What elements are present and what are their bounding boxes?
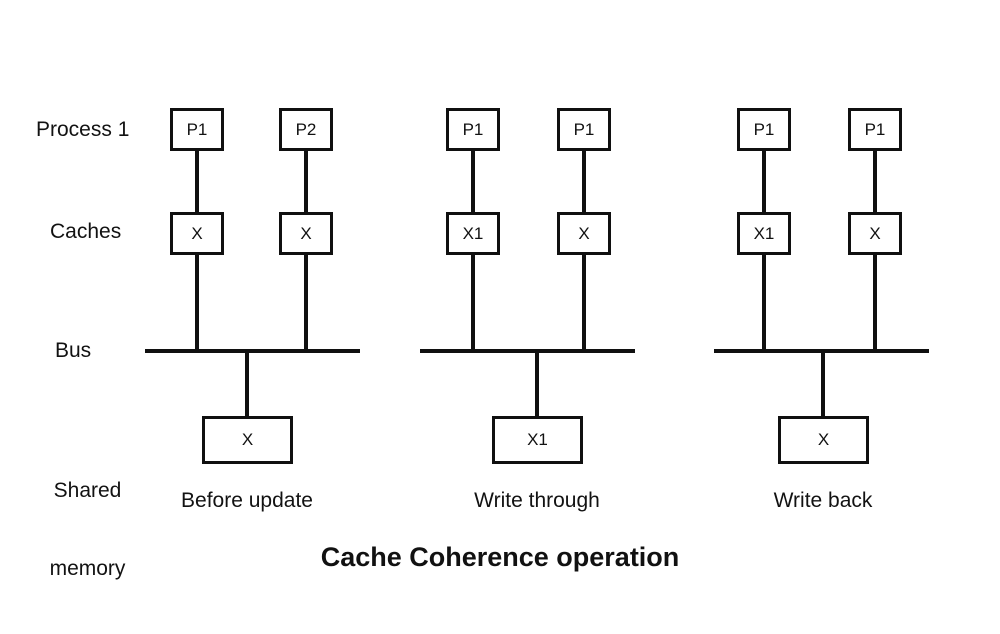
shared-memory-box: X1	[492, 416, 583, 464]
cache-box: X1	[446, 212, 500, 255]
group-caption: Before update	[181, 489, 313, 512]
group-caption: Write back	[773, 489, 873, 512]
row-label-process: Process 1	[36, 118, 130, 141]
connector-proc-cache	[304, 151, 308, 213]
row-label-shared-memory-line2: memory	[49, 557, 126, 580]
row-label-shared-memory-line1: Shared	[53, 479, 122, 502]
processor-box: P1	[737, 108, 791, 151]
connector-cache-bus	[762, 254, 766, 353]
connector-cache-bus	[195, 254, 199, 353]
cache-box: X	[279, 212, 333, 255]
connector-bus-memory	[821, 351, 825, 418]
cache-box: X	[557, 212, 611, 255]
connector-proc-cache	[195, 151, 199, 213]
connector-proc-cache	[582, 151, 586, 213]
connector-cache-bus	[582, 254, 586, 353]
bus-line	[420, 349, 635, 353]
processor-box: P1	[557, 108, 611, 151]
processor-box: P1	[446, 108, 500, 151]
connector-bus-memory	[245, 351, 249, 418]
cache-box: X	[848, 212, 902, 255]
cache-box: X	[170, 212, 224, 255]
shared-memory-box: X	[778, 416, 869, 464]
cache-coherence-diagram: Process 1 Caches Bus Shared memory P1 P2…	[36, 108, 929, 580]
row-label-caches: Caches	[50, 220, 122, 243]
connector-proc-cache	[873, 151, 877, 213]
row-label-shared-memory: Shared memory	[30, 426, 145, 634]
cache-box: X1	[737, 212, 791, 255]
row-label-bus: Bus	[55, 339, 92, 362]
bus-line	[145, 349, 360, 353]
group-caption: Write through	[474, 489, 600, 512]
figure-title: Cache Coherence operation	[320, 542, 680, 572]
connector-cache-bus	[304, 254, 308, 353]
connector-cache-bus	[873, 254, 877, 353]
connector-proc-cache	[471, 151, 475, 213]
processor-box: P1	[170, 108, 224, 151]
connector-cache-bus	[471, 254, 475, 353]
shared-memory-box: X	[202, 416, 293, 464]
connector-bus-memory	[535, 351, 539, 418]
processor-box: P1	[848, 108, 902, 151]
connector-proc-cache	[762, 151, 766, 213]
processor-box: P2	[279, 108, 333, 151]
